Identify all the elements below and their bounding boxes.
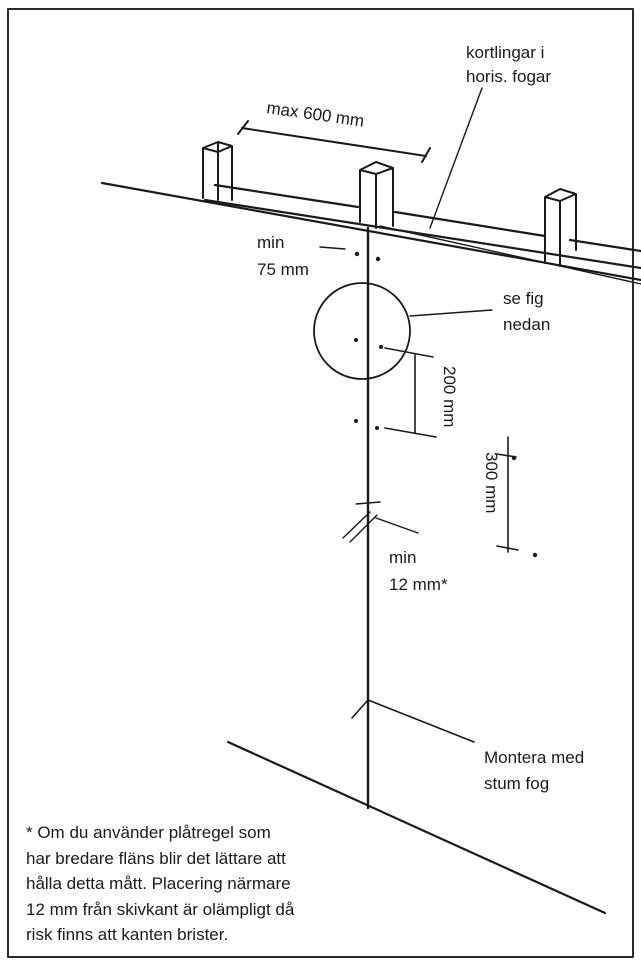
label-kortlingar-1: kortlingar i	[466, 43, 544, 62]
label-200mm: 200 mm	[440, 366, 459, 427]
stud-right	[544, 188, 577, 267]
label-montera-1: Montera med	[484, 748, 584, 767]
footnote-line: risk finns att kanten brister.	[26, 925, 229, 944]
screw-marks	[354, 338, 538, 558]
kortlingar-leader	[429, 87, 483, 229]
footnote-line: har bredare fläns blir det lättare att	[26, 848, 286, 868]
label-min75-2: 75 mm	[257, 260, 309, 279]
figure-border	[7, 8, 634, 958]
top-rail	[100, 181, 641, 285]
dimension-75	[319, 246, 381, 262]
footnote-line: * Om du använder plåtregel som	[26, 823, 271, 842]
label-kortlingar-2: horis. fogar	[466, 67, 551, 86]
footnote-line: 12 mm från skivkant är olämpligt då	[26, 899, 295, 919]
label-min12-1: min	[389, 548, 416, 567]
label-min12-2: 12 mm*	[389, 575, 448, 594]
dimension-200	[384, 347, 437, 438]
sefig-leader	[409, 309, 493, 317]
stud-left	[202, 141, 233, 201]
stud-middle	[359, 161, 394, 229]
footnote-line: hålla detta mått. Placering närmare	[26, 874, 291, 893]
label-montera-2: stum fog	[484, 774, 549, 793]
dimension-600	[237, 120, 431, 163]
label-300mm: 300 mm	[482, 452, 501, 513]
label-sefig-2: nedan	[503, 315, 550, 334]
label-sefig-1: se fig	[503, 289, 544, 308]
label-max-600: max 600 mm	[265, 98, 365, 130]
dimension-300	[496, 436, 519, 553]
label-min75-1: min	[257, 233, 284, 252]
footnote: * Om du använder plåtregel som har breda…	[26, 820, 356, 948]
detail-circle	[313, 282, 411, 380]
dimension-12	[342, 501, 419, 543]
montera-leader	[351, 699, 475, 743]
bottom-edge	[226, 740, 607, 915]
